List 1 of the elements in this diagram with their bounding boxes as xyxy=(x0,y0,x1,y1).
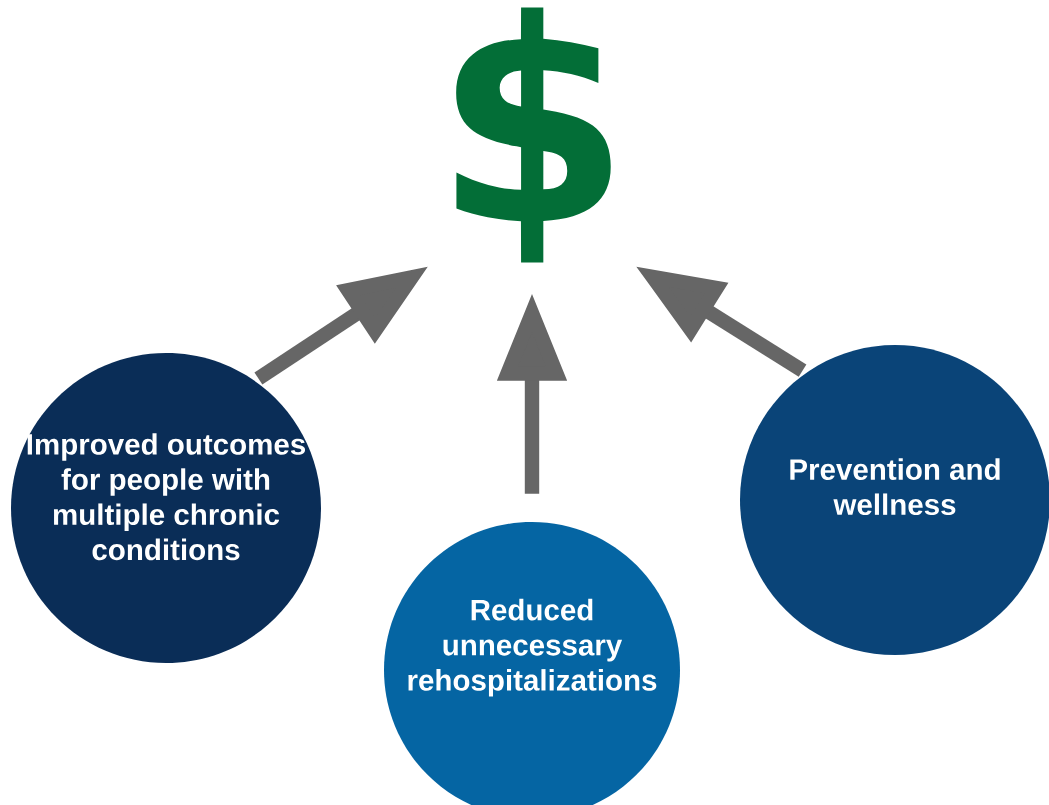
dollar-sign: $ xyxy=(456,7,611,263)
